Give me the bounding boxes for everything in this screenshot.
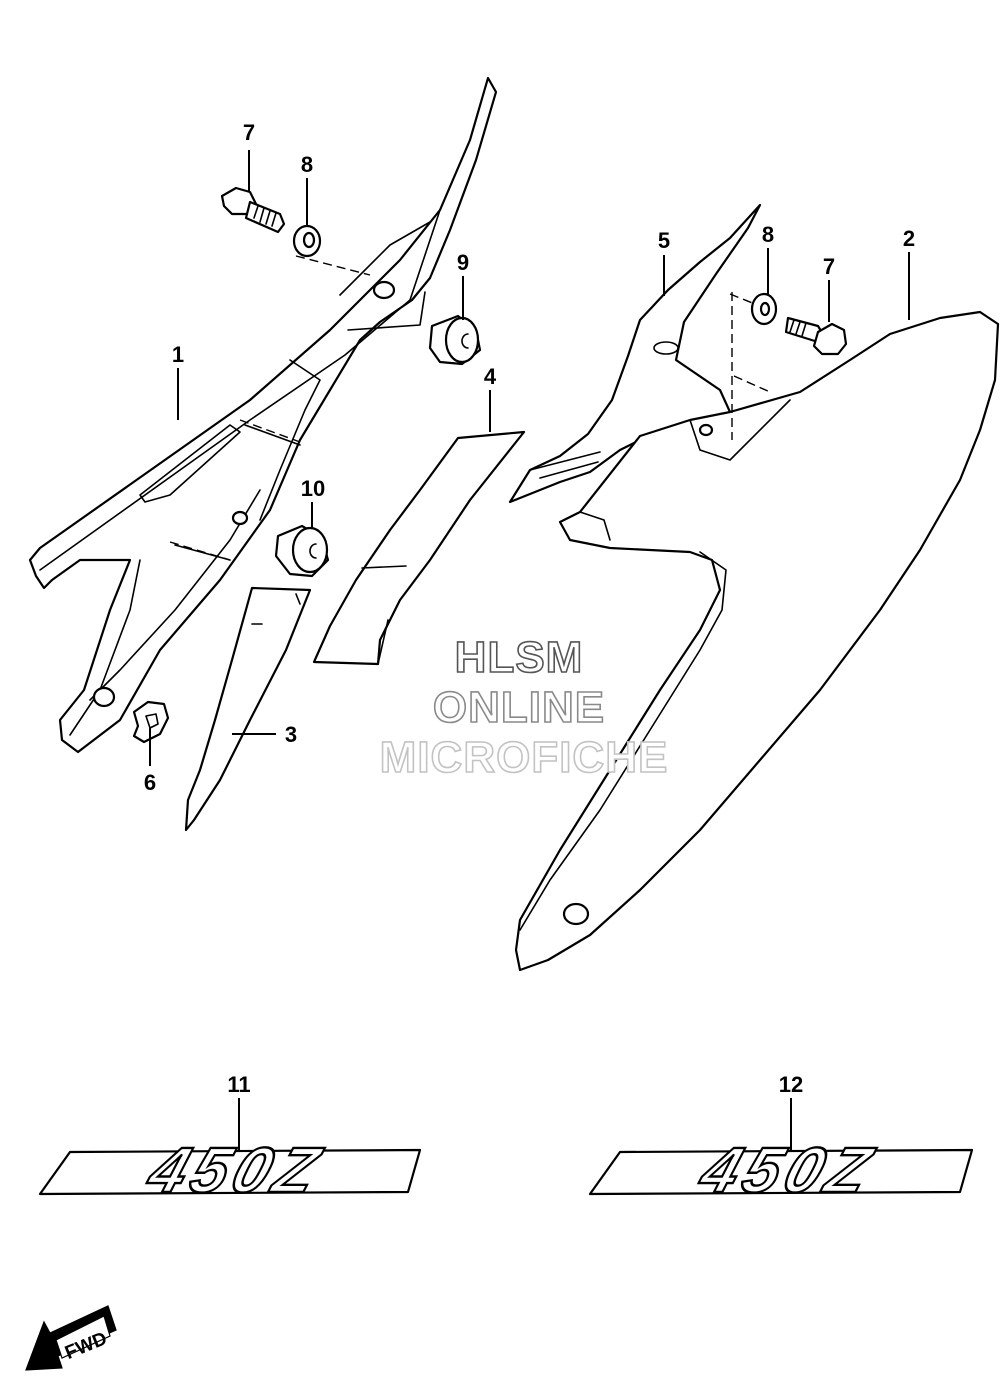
part-8-washer-left bbox=[292, 224, 322, 258]
part-9-grommet bbox=[428, 314, 482, 366]
fwd-direction-arrow: FWD bbox=[25, 1305, 117, 1371]
part-8-washer-right bbox=[750, 292, 778, 326]
callout-5: 5 bbox=[658, 228, 670, 253]
decal-11-text: 450Z bbox=[138, 1134, 333, 1205]
part-1-frame-cover-left bbox=[28, 76, 498, 754]
callout-3: 3 bbox=[285, 722, 297, 747]
callout-10: 10 bbox=[301, 476, 325, 501]
callout-8-right: 8 bbox=[762, 222, 774, 247]
watermark-line-1: HLSM bbox=[455, 633, 584, 682]
part-7-bolt-left bbox=[220, 186, 286, 234]
callout-4: 4 bbox=[484, 364, 497, 389]
watermark-line-3: MICROFICHE bbox=[380, 733, 669, 782]
part-10-grommet bbox=[274, 524, 330, 578]
watermark-line-2: ONLINE bbox=[433, 683, 605, 732]
part-6-clip bbox=[132, 700, 170, 744]
watermark: HLSM ONLINE MICROFICHE bbox=[379, 632, 669, 783]
callout-labels: 1 7 8 9 4 10 6 3 5 8 7 2 11 12 bbox=[144, 120, 915, 1097]
part-4-shield-plate bbox=[312, 430, 526, 666]
assembly-guide-lines bbox=[169, 255, 771, 561]
callout-9: 9 bbox=[457, 250, 469, 275]
callout-12: 12 bbox=[779, 1072, 803, 1097]
callout-7-left: 7 bbox=[243, 120, 255, 145]
callout-6: 6 bbox=[144, 770, 156, 795]
callout-2: 2 bbox=[903, 226, 915, 251]
part-12-decal-right: 450Z bbox=[588, 1133, 974, 1207]
callout-1: 1 bbox=[172, 342, 184, 367]
callout-leaders bbox=[149, 150, 910, 1150]
callout-7-right: 7 bbox=[823, 254, 835, 279]
part-2-side-cover-right bbox=[514, 310, 1000, 972]
part-5-inner-panel-right bbox=[508, 203, 762, 504]
part-11-decal-left: 450Z bbox=[38, 1133, 422, 1207]
callout-11: 11 bbox=[227, 1072, 250, 1097]
part-7-bolt-right bbox=[784, 316, 848, 356]
part-3-inner-panel-left bbox=[184, 586, 312, 832]
callout-8-left: 8 bbox=[301, 152, 313, 177]
decal-12-text: 450Z bbox=[690, 1134, 885, 1205]
